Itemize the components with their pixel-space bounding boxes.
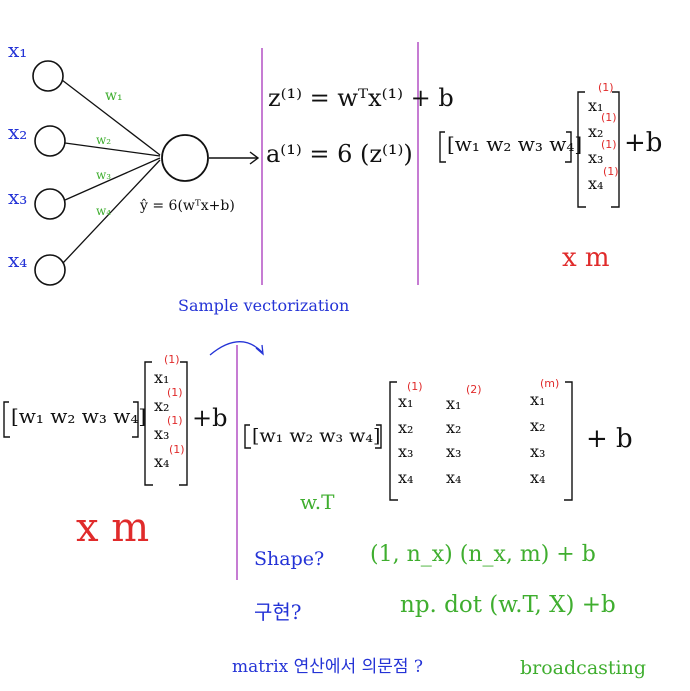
bl-col-sup-3: (1) bbox=[167, 414, 183, 427]
bl-plus-b: +b bbox=[192, 404, 228, 432]
shape-answer: (1, n_x) (n_x, m) + b bbox=[370, 542, 596, 567]
br-plus-b: + b bbox=[586, 424, 633, 454]
br-col2-x4: x₄ bbox=[446, 468, 462, 487]
top-row-vector: [w₁ w₂ w₃ w₄] bbox=[447, 132, 583, 156]
top-plus-b: +b bbox=[624, 128, 663, 158]
edge-1 bbox=[61, 79, 161, 156]
input-label-3: x₃ bbox=[8, 185, 28, 209]
weight-label-4: w₄ bbox=[96, 204, 112, 218]
input-node-3 bbox=[34, 188, 66, 220]
br-col1-x1: x₁ bbox=[398, 392, 414, 411]
input-label-2: x₂ bbox=[8, 120, 28, 144]
edge-2 bbox=[64, 142, 161, 157]
broadcasting-answer: broadcasting bbox=[520, 657, 647, 679]
wt-label: w.T bbox=[300, 490, 335, 514]
bl-col-sup-4: (1) bbox=[169, 443, 185, 456]
z-equation: z⁽¹⁾ = wᵀx⁽¹⁾ + b bbox=[268, 84, 454, 112]
vectorization-arrow bbox=[209, 341, 263, 356]
weight-label-3: w₃ bbox=[96, 168, 112, 182]
bl-times-m: x m bbox=[76, 505, 150, 551]
output-node bbox=[161, 134, 209, 182]
top-col-sup-3: (1) bbox=[601, 138, 617, 151]
top-col-x1: x₁ bbox=[588, 96, 604, 115]
br-col2-sup: (2) bbox=[466, 383, 482, 396]
top-col-sup-2: (1) bbox=[601, 111, 617, 124]
weight-label-2: w₂ bbox=[96, 133, 112, 147]
output-equation: ŷ = 6(wᵀx+b) bbox=[140, 198, 235, 214]
bl-col-x3: x₃ bbox=[154, 424, 170, 443]
edge-3 bbox=[64, 157, 161, 201]
input-node-1 bbox=[32, 60, 64, 92]
top-col-x3: x₃ bbox=[588, 148, 604, 167]
bl-col-sup-1: (1) bbox=[164, 353, 180, 366]
top-times-m: x m bbox=[562, 243, 610, 273]
matrix-question: matrix 연산에서 의문점 ? bbox=[232, 657, 424, 677]
implementation-answer: np. dot (w.T, X) +b bbox=[400, 592, 616, 618]
input-label-4: x₄ bbox=[8, 248, 28, 272]
br-col3-x2: x₂ bbox=[530, 416, 546, 435]
br-row-vector: [w₁ w₂ w₃ w₄] bbox=[252, 425, 381, 447]
output-arrow-head bbox=[249, 151, 260, 165]
br-col3-x4: x₄ bbox=[530, 468, 546, 487]
implementation-question: 구현? bbox=[254, 600, 302, 624]
br-col1-x3: x₃ bbox=[398, 442, 414, 461]
top-col-sup-4: (1) bbox=[603, 165, 619, 178]
shape-question: Shape? bbox=[254, 548, 325, 570]
edge-4 bbox=[62, 159, 161, 264]
br-col1-x4: x₄ bbox=[398, 468, 414, 487]
br-col2-x2: x₂ bbox=[446, 418, 462, 437]
bl-col-x4: x₄ bbox=[154, 452, 170, 471]
weight-label-1: w₁ bbox=[105, 88, 123, 104]
br-col2-x3: x₃ bbox=[446, 442, 462, 461]
top-col-x2: x₂ bbox=[588, 122, 604, 141]
bl-col-x2: x₂ bbox=[154, 396, 170, 415]
input-label-1: x₁ bbox=[8, 38, 28, 62]
br-col3-x1: x₁ bbox=[530, 390, 546, 409]
br-col1-sup: (1) bbox=[407, 380, 423, 393]
top-col-x4: x₄ bbox=[588, 174, 604, 193]
input-node-2 bbox=[34, 125, 66, 157]
br-col3-x3: x₃ bbox=[530, 442, 546, 461]
sample-vectorization-label: Sample vectorization bbox=[178, 296, 350, 315]
top-col-sup-1: (1) bbox=[598, 81, 614, 94]
bl-row-vector: [w₁ w₂ w₃ w₄] bbox=[11, 404, 147, 428]
br-col1-x2: x₂ bbox=[398, 418, 414, 437]
bl-col-x1: x₁ bbox=[154, 368, 170, 387]
br-col3-sup: (m) bbox=[540, 377, 560, 390]
input-node-4 bbox=[34, 254, 66, 286]
bl-col-sup-2: (1) bbox=[167, 386, 183, 399]
a-equation: a⁽¹⁾ = 6 (z⁽¹⁾) bbox=[266, 140, 413, 168]
br-col2-x1: x₁ bbox=[446, 394, 462, 413]
